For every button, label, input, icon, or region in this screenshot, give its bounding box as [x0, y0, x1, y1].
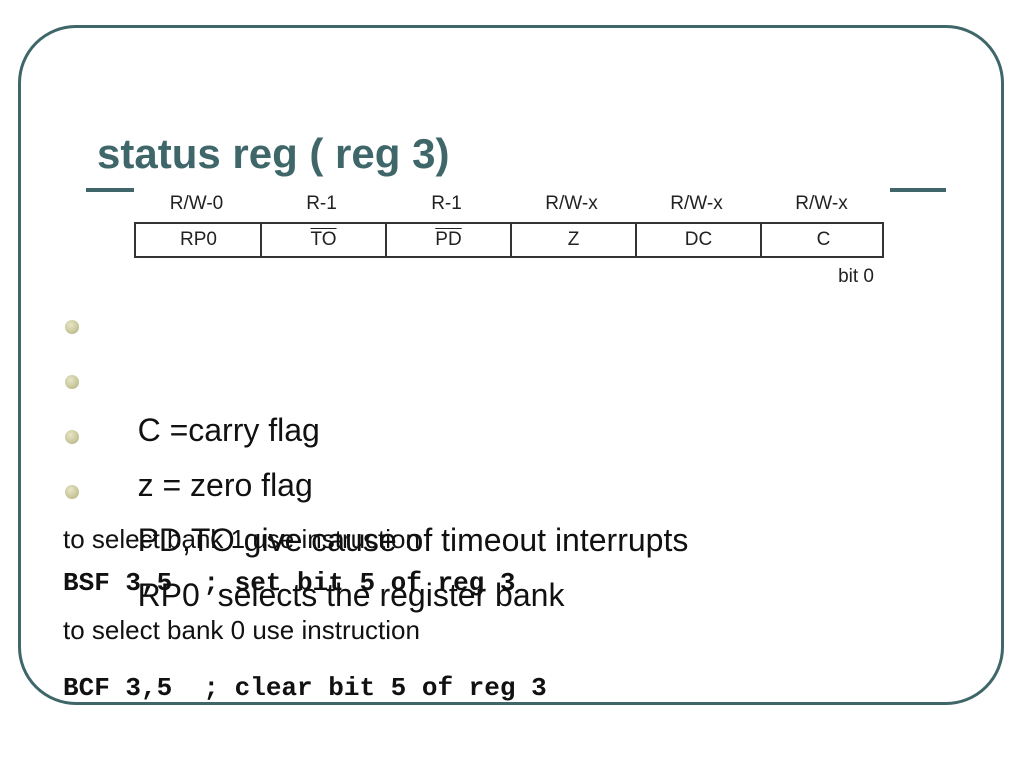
status-register-diagram: R/W-0 R-1 R-1 R/W-x R/W-x R/W-x RP0 TO P…: [134, 189, 884, 289]
cell-divider: [385, 224, 387, 256]
access-label-pd: R-1: [431, 193, 462, 214]
bullet-dot-icon: [65, 485, 79, 499]
title-rule-right: [890, 188, 946, 192]
cell-divider: [760, 224, 762, 256]
bit-cell-c: C: [761, 224, 886, 256]
access-label-to: R-1: [306, 193, 337, 214]
slide-frame: [18, 25, 1004, 705]
access-label-dc: R/W-x: [670, 193, 723, 214]
register-bit-row: RP0 TO PD Z DC C: [134, 222, 884, 258]
bit-cell-dc: DC: [636, 224, 761, 256]
bullet-item-bank: RP0 selects the register bank: [62, 465, 688, 613]
bit-cell-to: TO: [261, 224, 386, 256]
bit-cell-rp0: RP0: [136, 224, 261, 256]
title-rule-left: [86, 188, 134, 192]
bullet-text: PD,TO give cause of timeout interrupts: [137, 522, 689, 558]
bit-name: Z: [567, 229, 580, 250]
bank0-note: to select bank 0 use instruction: [63, 615, 420, 645]
bullet-list: C =carry flag z = zero flag PD,TO give c…: [62, 300, 688, 613]
bullet-text: z = zero flag: [137, 467, 313, 503]
bullet-dot-icon: [65, 320, 79, 334]
bit-zero-label: bit 0: [838, 266, 874, 287]
access-label-c: R/W-x: [795, 193, 848, 214]
bit-name: TO: [310, 229, 337, 250]
cell-divider: [510, 224, 512, 256]
bullet-dot-icon: [65, 375, 79, 389]
bit-cell-pd: PD: [386, 224, 511, 256]
cell-divider: [260, 224, 262, 256]
bullet-text: C =carry flag: [137, 412, 320, 448]
bank1-note: to select bank 1 use instruction: [63, 524, 420, 554]
bullet-dot-icon: [65, 430, 79, 444]
cell-divider: [635, 224, 637, 256]
slide-title: status reg ( reg 3): [97, 130, 450, 177]
bit-name: PD: [435, 229, 462, 250]
access-label-rp0: R/W-0: [169, 193, 224, 214]
bullet-item-carry: C =carry flag: [62, 300, 688, 448]
bit-name: C: [816, 229, 831, 250]
bit-name: DC: [684, 229, 713, 250]
bullet-item-timeout: PD,TO give cause of timeout interrupts: [62, 410, 688, 558]
bank1-code: BSF 3,5 ; set bit 5 of reg 3: [63, 568, 516, 598]
access-label-z: R/W-x: [545, 193, 598, 214]
bullet-text: RP0 selects the register bank: [137, 577, 565, 613]
bit-name: RP0: [180, 229, 217, 250]
bit-cell-z: Z: [511, 224, 636, 256]
bullet-item-zero: z = zero flag: [62, 355, 688, 503]
bank0-code: BCF 3,5 ; clear bit 5 of reg 3: [63, 673, 547, 703]
